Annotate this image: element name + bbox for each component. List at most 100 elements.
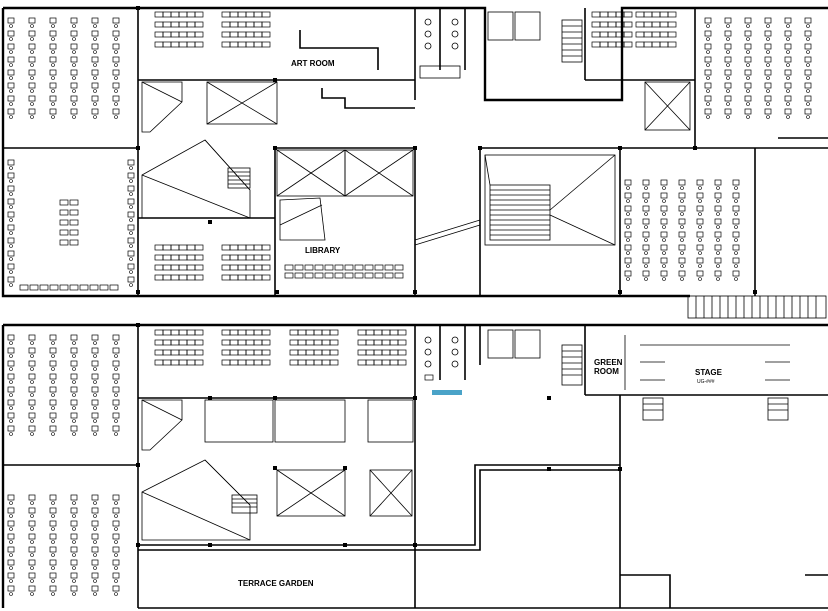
chair <box>698 264 702 268</box>
chair <box>9 527 13 531</box>
bench-seat <box>237 264 247 271</box>
chair <box>114 380 118 384</box>
desk <box>127 276 135 283</box>
desk <box>127 211 135 218</box>
desk <box>49 56 57 63</box>
chair <box>30 406 34 410</box>
desk <box>28 585 36 592</box>
desk <box>127 263 135 270</box>
bench-seat <box>314 272 324 279</box>
bench-seat <box>229 21 239 28</box>
desk <box>91 425 99 432</box>
desk <box>91 585 99 592</box>
bench-seat <box>313 329 323 336</box>
chair <box>786 115 790 119</box>
desk <box>91 43 99 50</box>
bench-seat <box>381 349 391 356</box>
bench-seat <box>297 329 307 336</box>
chair <box>698 225 702 229</box>
chair <box>626 238 630 242</box>
bench-seat <box>261 254 271 261</box>
bench-seat <box>237 349 247 356</box>
bench-seat <box>261 31 271 38</box>
bench-seat <box>154 339 164 346</box>
bench-seat <box>313 349 323 356</box>
chair <box>51 579 55 583</box>
chair <box>51 540 55 544</box>
chair <box>644 264 648 268</box>
bench-seat <box>194 31 204 38</box>
classroom-desks-upper <box>7 11 812 291</box>
chair <box>93 592 97 596</box>
desk <box>91 494 99 501</box>
chair <box>706 89 710 93</box>
chair <box>51 367 55 371</box>
bench-seat <box>229 254 239 261</box>
chair <box>9 63 13 67</box>
chair <box>51 50 55 54</box>
desk <box>732 192 740 199</box>
desk <box>7 585 15 592</box>
desk <box>704 82 712 89</box>
desk <box>112 559 120 566</box>
bench-seat <box>154 274 164 281</box>
desk <box>91 399 99 406</box>
desk <box>7 373 15 380</box>
desk <box>784 82 792 89</box>
chair <box>51 592 55 596</box>
chair <box>766 115 770 119</box>
chair <box>114 341 118 345</box>
desk <box>660 244 668 251</box>
desk <box>70 507 78 514</box>
chair <box>9 592 13 596</box>
desk <box>714 244 722 251</box>
bench-seat <box>253 329 263 336</box>
bench-seat <box>59 229 69 236</box>
chair <box>30 102 34 106</box>
bench-seat <box>186 264 196 271</box>
chair <box>706 63 710 67</box>
chair <box>129 257 133 261</box>
bench-seat <box>59 209 69 216</box>
library-label: LIBRARY <box>305 246 341 255</box>
chair <box>51 380 55 384</box>
desk <box>49 507 57 514</box>
chair <box>30 432 34 436</box>
desk <box>112 347 120 354</box>
bench-seat <box>162 41 172 48</box>
bench-seat <box>261 329 271 336</box>
desk <box>28 520 36 527</box>
chair <box>114 419 118 423</box>
desk <box>70 520 78 527</box>
chair <box>9 102 13 106</box>
bench-seat <box>261 349 271 356</box>
bench-seat <box>397 329 407 336</box>
bench-seat <box>29 284 39 291</box>
desk <box>28 360 36 367</box>
chair <box>734 186 738 190</box>
desk <box>70 425 78 432</box>
bench-seat <box>651 41 661 48</box>
chair <box>706 50 710 54</box>
chair <box>746 24 750 28</box>
bench-seat <box>261 11 271 18</box>
chair <box>114 527 118 531</box>
bench-seat <box>194 21 204 28</box>
chair <box>9 89 13 93</box>
desk <box>732 231 740 238</box>
chair <box>129 218 133 222</box>
bench-seat <box>294 272 304 279</box>
chair <box>806 63 810 67</box>
bench-seat <box>305 359 315 366</box>
chair <box>72 540 76 544</box>
bench-seat <box>229 264 239 271</box>
desk <box>764 69 772 76</box>
desk <box>49 108 57 115</box>
bench-seat <box>245 41 255 48</box>
desk <box>7 224 15 231</box>
bench-seat <box>178 329 188 336</box>
bench-seat <box>384 264 394 271</box>
desk <box>28 108 36 115</box>
bench-seat <box>289 349 299 356</box>
chair <box>746 76 750 80</box>
